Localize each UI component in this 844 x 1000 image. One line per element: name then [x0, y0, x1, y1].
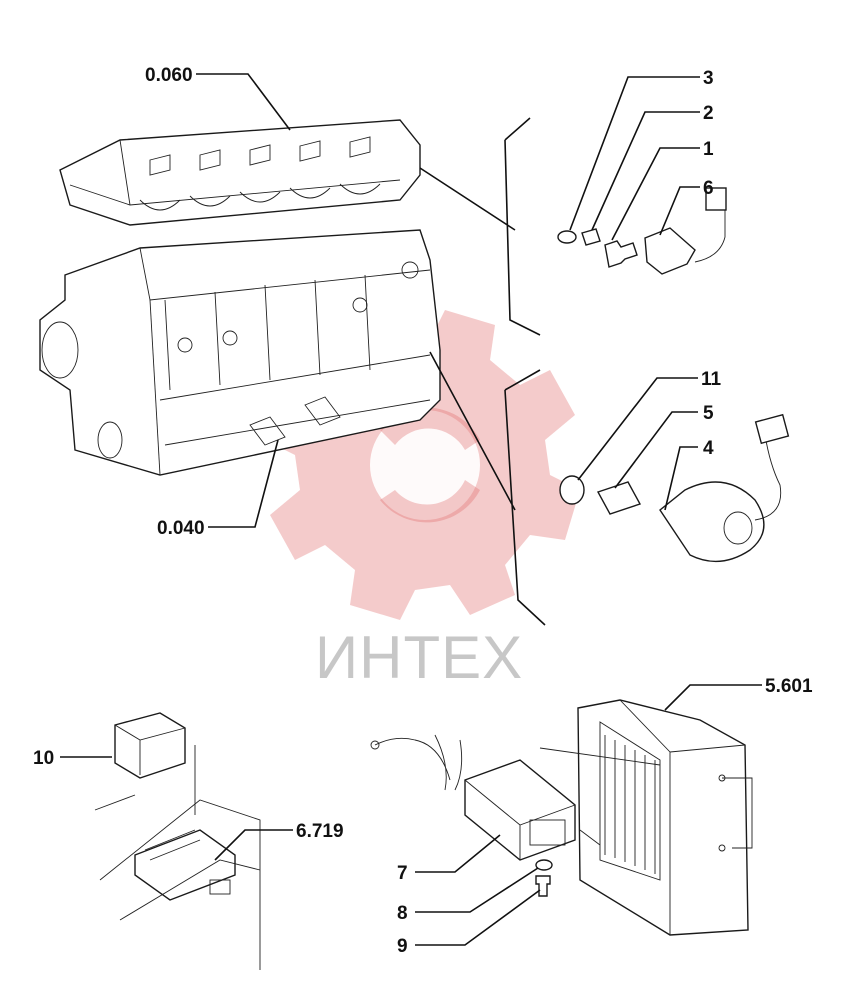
temperature-sensor-group — [559, 413, 790, 563]
relay-10 — [114, 712, 186, 779]
pressure-sensor-group — [557, 187, 727, 275]
adapter-2 — [581, 228, 601, 246]
cylinder-head — [59, 119, 421, 226]
washer-11 — [559, 475, 585, 505]
sensor-4-connector — [754, 413, 790, 445]
sensor-4-wire — [754, 434, 782, 521]
fitting-1 — [604, 240, 638, 268]
callout-4: 4 — [703, 438, 714, 459]
sensor-6 — [644, 227, 696, 275]
callout-10: 10 — [33, 748, 54, 769]
callout-8: 8 — [397, 903, 408, 924]
callout-5601: 5.601 — [765, 676, 813, 697]
control-box-assembly — [370, 734, 576, 897]
callout-0040: 0.040 — [157, 518, 205, 539]
callout-6719: 6.719 — [296, 821, 344, 842]
sensor-6-wire — [694, 197, 726, 263]
bracket-lower — [429, 351, 546, 626]
callout-1: 1 — [703, 139, 714, 160]
relay-assembly — [94, 712, 261, 970]
sensor-4 — [659, 481, 765, 563]
adapter-5 — [596, 481, 642, 515]
callout-6: 6 — [703, 178, 714, 199]
bracket-upper — [419, 117, 541, 336]
watermark-text: ИНТЕХ — [315, 624, 523, 691]
callout-11: 11 — [701, 369, 722, 390]
leader-lines — [60, 73, 762, 946]
callout-7: 7 — [397, 863, 408, 884]
callout-9: 9 — [397, 936, 408, 957]
bolt-9 — [535, 875, 551, 897]
callout-3: 3 — [703, 68, 714, 89]
radiator-panel-assembly — [539, 699, 753, 936]
control-box-7 — [464, 759, 576, 861]
sensor-6-connector — [705, 187, 727, 211]
wiring-harness — [374, 734, 463, 791]
o-ring-3 — [557, 230, 577, 244]
callout-5: 5 — [703, 403, 714, 424]
callout-0060: 0.060 — [145, 65, 193, 86]
engine-block — [39, 229, 441, 476]
washer-8 — [535, 859, 553, 871]
callout-2: 2 — [703, 103, 714, 124]
